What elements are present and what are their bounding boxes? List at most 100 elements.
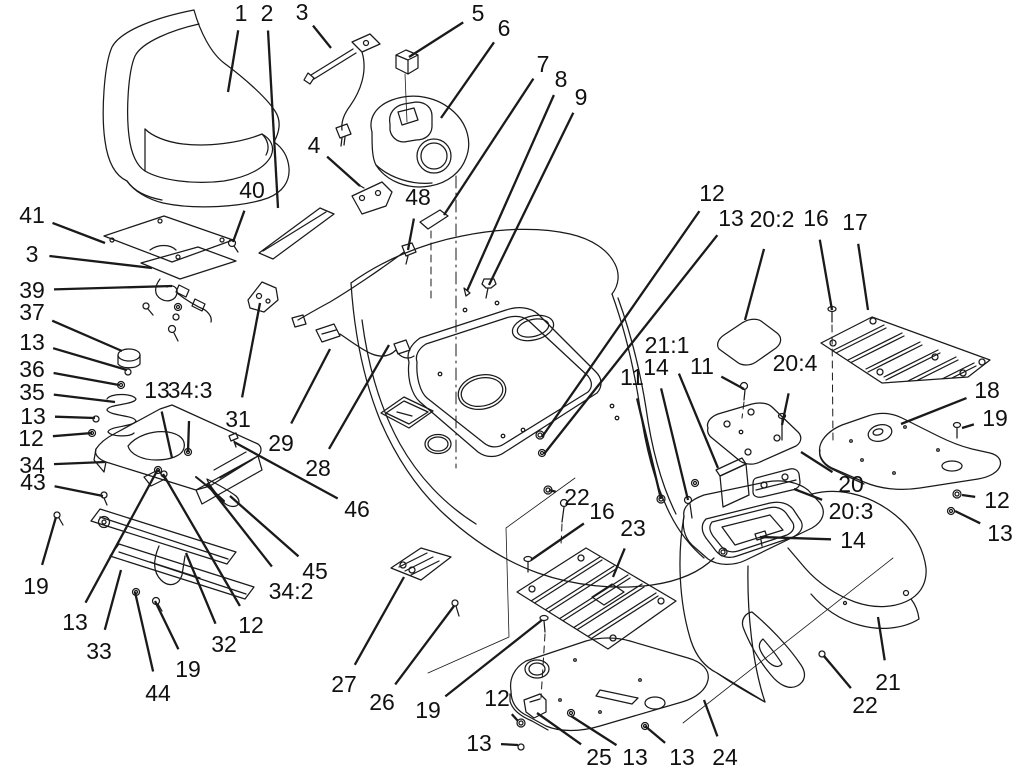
callout-6-4: 6	[498, 15, 511, 41]
callout-23-48: 23	[620, 515, 646, 541]
callout-22-67: 22	[852, 692, 878, 718]
callout-9-7: 9	[575, 84, 588, 110]
callout-8-6: 8	[555, 66, 568, 92]
leader-line	[876, 616, 886, 661]
leader-line	[160, 411, 174, 459]
leader-line	[394, 605, 455, 686]
console-mount-pad	[419, 209, 449, 304]
fender-body	[350, 228, 715, 588]
leader-line	[644, 725, 666, 744]
callout-11-56: 11	[620, 364, 644, 390]
mount-plate-20	[706, 402, 802, 465]
plate-screws	[739, 381, 787, 441]
decal-strip	[258, 207, 335, 260]
leader-line	[408, 21, 464, 58]
leader-line	[530, 522, 585, 561]
callout-4-8: 4	[308, 132, 321, 158]
leader-line	[780, 393, 790, 426]
callout-12-49: 12	[699, 180, 725, 206]
callout-20:3-60: 20:3	[829, 498, 874, 524]
leader-line	[52, 221, 106, 245]
leader-line	[153, 600, 180, 650]
lift-strut	[303, 33, 381, 147]
callout-20-59: 20	[838, 471, 864, 497]
leader-line	[465, 94, 555, 292]
callout-22-46: 22	[564, 484, 590, 510]
callout-13-15: 13	[19, 329, 45, 355]
seat	[102, 9, 290, 208]
callout-39-13: 39	[19, 277, 45, 303]
spring	[106, 393, 137, 437]
leader-line	[54, 415, 96, 420]
leader-line	[857, 243, 870, 311]
right-fasteners	[827, 305, 962, 516]
heel-guard	[715, 457, 750, 508]
leader-line	[84, 470, 159, 604]
bumper-cap	[117, 348, 141, 369]
screw-26	[451, 599, 460, 617]
callout-13-30: 13	[144, 377, 170, 403]
leader-line	[184, 552, 217, 625]
callout-16-47: 16	[589, 498, 615, 524]
group-boundary-lines	[427, 477, 894, 724]
leader-line	[233, 440, 339, 500]
callout-36-16: 36	[19, 356, 45, 382]
callout-31-29: 31	[225, 406, 251, 432]
callout-18-62: 18	[974, 377, 1000, 403]
callout-2-1: 2	[261, 0, 274, 26]
leader-line	[541, 210, 701, 438]
leader-line	[54, 485, 104, 498]
leader-line	[510, 713, 519, 722]
callout-13-44: 13	[669, 744, 695, 770]
footrest-left	[516, 547, 677, 650]
callout-20:2-51: 20:2	[750, 206, 795, 232]
leader-line	[49, 254, 153, 270]
callout-33-24: 33	[86, 638, 112, 664]
leader-line	[328, 344, 390, 450]
callout-32-27: 32	[211, 631, 237, 657]
callout-14-61: 14	[840, 527, 866, 553]
leader-line	[961, 493, 976, 499]
leader-line	[240, 302, 262, 398]
leader-line	[659, 388, 690, 501]
leader-line	[326, 155, 361, 187]
leader-line	[570, 715, 618, 747]
callout-12-64: 12	[984, 487, 1010, 513]
callout-19-26: 19	[175, 656, 201, 682]
callout-13-23: 13	[62, 609, 88, 635]
callout-48-10: 48	[405, 184, 431, 210]
leader-line	[53, 371, 120, 387]
callout-24-45: 24	[712, 744, 738, 770]
callout-19-39: 19	[415, 697, 441, 723]
leader-line	[954, 509, 981, 525]
callout-27-37: 27	[331, 671, 357, 697]
callout-1-0: 1	[235, 0, 248, 26]
callout-17-53: 17	[842, 209, 868, 235]
leader-line	[440, 41, 495, 119]
leader-line	[543, 234, 719, 455]
seat-switch-harness	[142, 278, 212, 323]
bracket-20-3	[752, 468, 801, 498]
callout-13-50: 13	[718, 205, 744, 231]
leader-line	[548, 488, 556, 493]
callout-12-40: 12	[484, 685, 510, 711]
callout-12-19: 12	[18, 425, 44, 451]
leader-line	[406, 218, 416, 251]
leader-line	[823, 655, 852, 689]
hinge-bracket-left	[247, 281, 279, 313]
leader-line	[487, 112, 575, 286]
callout-45-35: 45	[302, 558, 328, 584]
leader-line	[900, 397, 967, 426]
leader-line	[290, 348, 332, 425]
callout-7-5: 7	[537, 51, 550, 77]
callout-46-34: 46	[344, 496, 370, 522]
running-board-right	[818, 412, 1002, 490]
fender-bolts	[463, 278, 547, 458]
callout-13-65: 13	[987, 520, 1013, 546]
callout-13-18: 13	[20, 403, 46, 429]
callout-40-9: 40	[239, 177, 265, 203]
callout-19-22: 19	[23, 573, 49, 599]
washer-nut-stack	[116, 368, 132, 390]
